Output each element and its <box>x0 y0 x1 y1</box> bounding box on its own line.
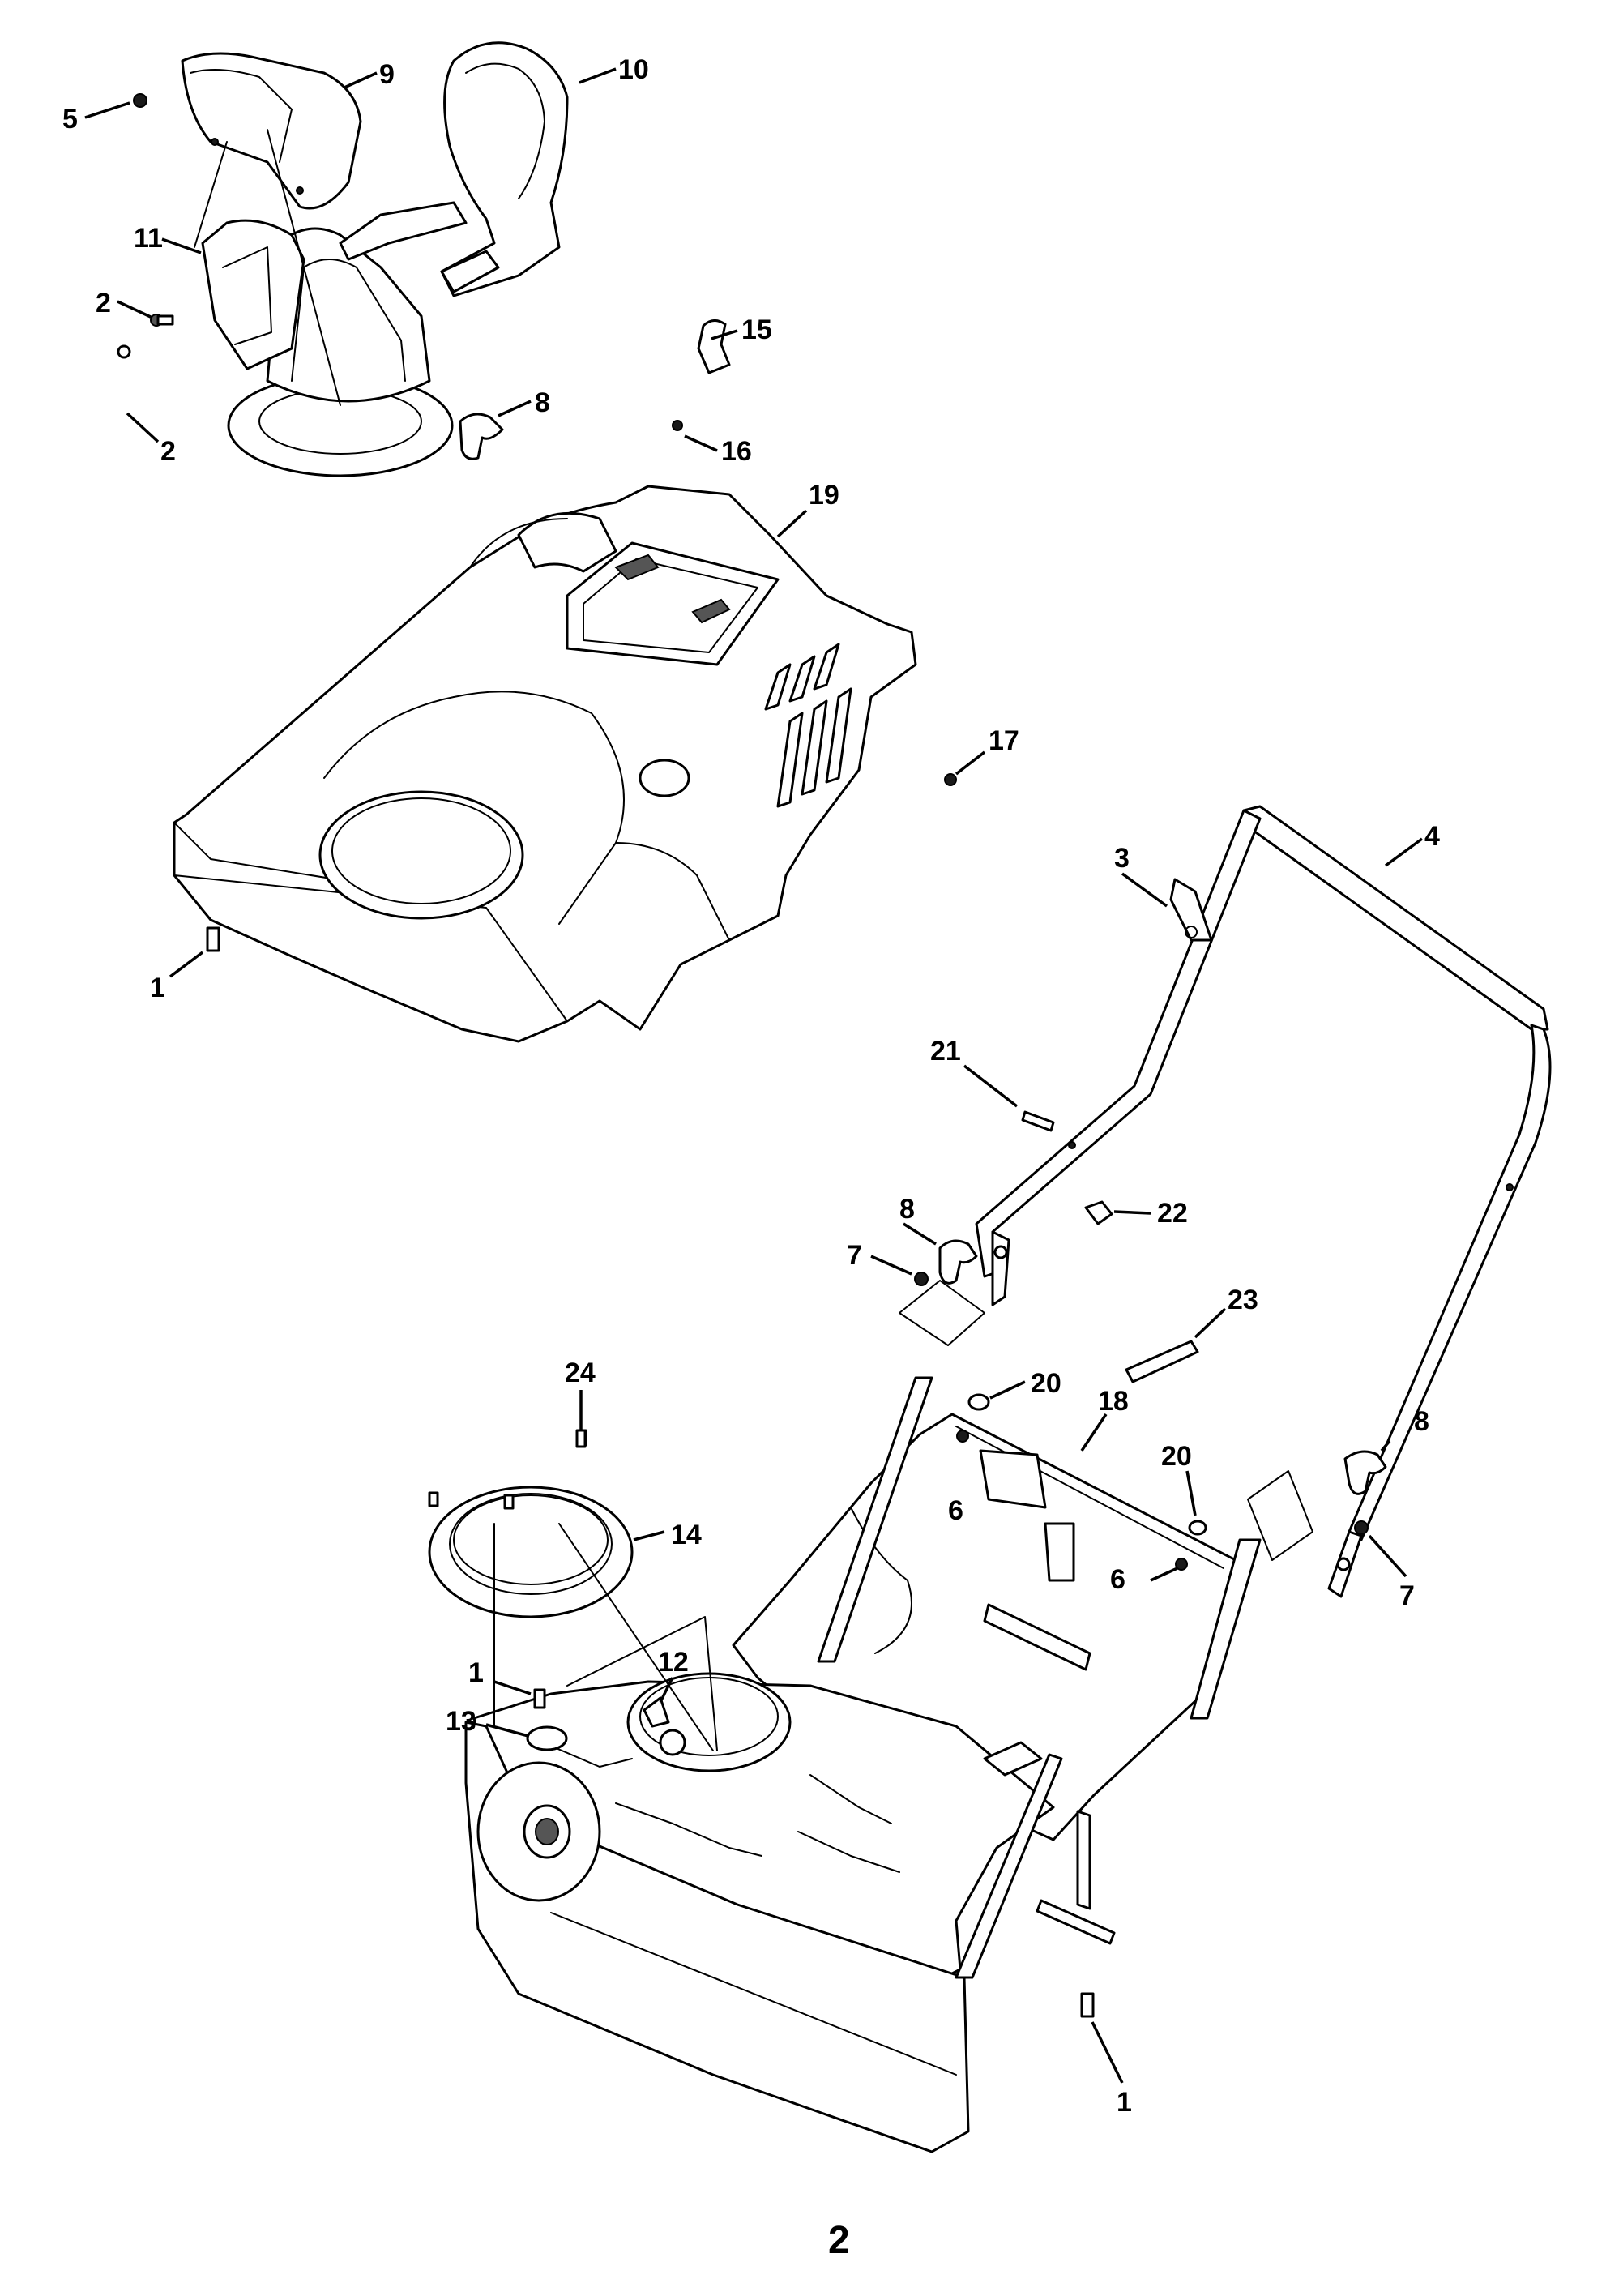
callout-label: 7 <box>1399 1580 1415 1611</box>
chute-ring <box>428 1429 718 1751</box>
callout-label: 23 <box>1228 1285 1258 1315</box>
chute-handle <box>339 41 569 297</box>
bolt-icon <box>914 1272 929 1286</box>
callout-labels: 5 9 10 11 2 2 15 8 16 19 17 1 3 4 21 22 … <box>62 54 1440 2118</box>
callout-label: 10 <box>618 54 649 85</box>
screw-icon <box>944 773 957 786</box>
callout-label: 5 <box>62 104 78 135</box>
callout-label: 20 <box>1031 1368 1061 1399</box>
nut-icon <box>1175 1558 1188 1571</box>
bolt-icon <box>1354 1520 1369 1535</box>
callout-label: 8 <box>1414 1406 1429 1437</box>
bolt-icon <box>967 1393 990 1411</box>
callout-label: 21 <box>930 1036 961 1067</box>
callout-label: 19 <box>809 480 839 511</box>
callout-label: 8 <box>535 387 550 418</box>
callout-label: 8 <box>899 1194 915 1225</box>
clip-icon <box>643 1696 670 1728</box>
callout-label: 6 <box>948 1495 963 1526</box>
callout-label: 16 <box>721 436 752 467</box>
nut-icon <box>133 93 147 108</box>
callout-label: 22 <box>1157 1198 1188 1229</box>
spring-icon <box>1125 1340 1199 1383</box>
bolt-icon <box>206 926 220 952</box>
callout-label: 1 <box>150 973 165 1003</box>
callout-label: 11 <box>134 223 163 254</box>
callout-label: 18 <box>1098 1386 1129 1417</box>
callout-label: 3 <box>1114 843 1130 874</box>
upper-handle <box>975 805 1552 1598</box>
gasket-icon <box>526 1725 568 1751</box>
wing-knob-icon <box>459 413 504 460</box>
shroud <box>173 485 917 1043</box>
lower-housing <box>464 1376 1262 2153</box>
callout-leaders <box>84 67 1424 2084</box>
callout-label: 13 <box>446 1706 476 1737</box>
bolt-icon <box>533 1688 546 1709</box>
callout-label: 12 <box>658 1647 689 1678</box>
bolt-icon <box>1188 1520 1207 1536</box>
callout-label: 4 <box>1424 821 1440 852</box>
callout-label: 9 <box>379 59 395 90</box>
callout-label: 24 <box>565 1358 596 1388</box>
callout-label: 6 <box>1110 1564 1125 1595</box>
pin-icon <box>1021 1110 1055 1132</box>
callout-label: 14 <box>671 1520 702 1550</box>
callout-label: 2 <box>96 288 111 319</box>
callout-label: 15 <box>741 314 772 345</box>
wing-knob-icon <box>1343 1450 1387 1495</box>
discharge-chute-assembly <box>181 52 454 477</box>
callout-label: 7 <box>847 1240 862 1271</box>
callout-label: 17 <box>989 725 1019 756</box>
callout-label: 20 <box>1161 1441 1192 1472</box>
callout-label: 1 <box>1117 2087 1132 2118</box>
screw-icon <box>575 1429 587 1448</box>
callout-label: 1 <box>468 1657 484 1688</box>
callout-label: 2 <box>160 436 176 467</box>
nut-icon <box>956 1430 969 1443</box>
bolt-icon <box>1080 1992 1095 2018</box>
page-number: 2 <box>828 2219 850 2262</box>
wing-knob-icon <box>938 1239 978 1285</box>
push-pin-icon <box>697 319 731 374</box>
screw-icon <box>672 420 683 431</box>
clip-icon <box>1084 1200 1113 1225</box>
screw-icon <box>117 344 131 359</box>
